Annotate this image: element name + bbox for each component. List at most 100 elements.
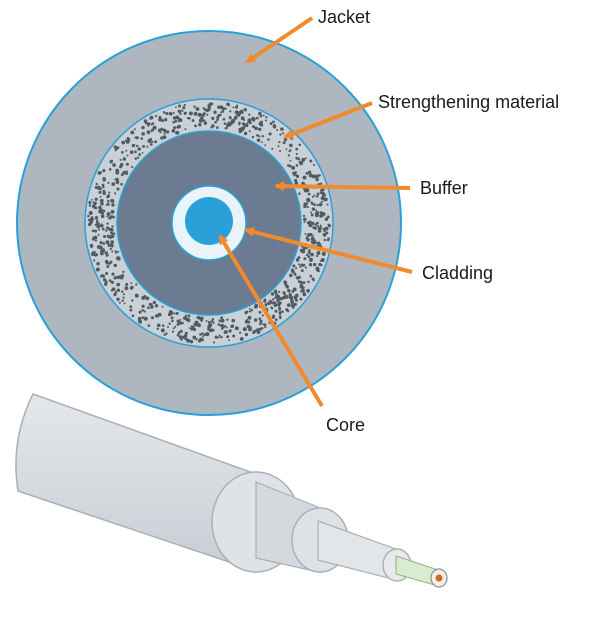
strengthening-fiber-dot [247, 121, 249, 124]
strengthening-fiber-dot [310, 211, 312, 214]
strengthening-fiber-dot [205, 332, 210, 337]
strengthening-fiber-dot [179, 329, 183, 333]
strengthening-fiber-dot [182, 106, 186, 110]
strengthening-fiber-dot [291, 165, 296, 170]
strengthening-fiber-dot [142, 144, 146, 148]
strengthening-fiber-dot [310, 237, 315, 241]
strengthening-fiber-dot [258, 310, 262, 314]
strengthening-fiber-dot [88, 211, 93, 215]
strengthening-fiber-dot [203, 108, 207, 111]
strengthening-fiber-dot [124, 286, 129, 291]
strengthening-fiber-dot [244, 311, 248, 315]
strengthening-fiber-dot [190, 327, 194, 331]
strengthening-fiber-dot [299, 297, 303, 301]
strengthening-fiber-dot [259, 114, 263, 118]
strengthening-fiber-dot [100, 214, 105, 219]
strengthening-fiber-dot [104, 259, 109, 264]
strengthening-fiber-dot [308, 263, 313, 267]
strengthening-fiber-dot [292, 287, 297, 292]
strengthening-fiber-dot [245, 123, 249, 127]
strengthening-fiber-dot [258, 322, 262, 326]
strengthening-fiber-dot [172, 120, 175, 124]
strengthening-fiber-dot [129, 286, 133, 290]
strengthening-fiber-dot [306, 206, 309, 209]
strengthening-fiber-dot [316, 221, 319, 225]
strengthening-fiber-dot [256, 134, 259, 137]
strengthening-fiber-dot [218, 319, 222, 323]
strengthening-fiber-dot [178, 118, 183, 122]
strengthening-fiber-dot [286, 310, 290, 313]
strengthening-fiber-dot [141, 125, 145, 130]
strengthening-fiber-dot [90, 199, 93, 201]
strengthening-fiber-dot [193, 111, 198, 116]
strengthening-fiber-dot [298, 143, 302, 147]
strengthening-fiber-dot [89, 217, 94, 222]
strengthening-fiber-dot [269, 122, 273, 126]
strengthening-fiber-dot [101, 183, 105, 187]
strengthening-fiber-dot [282, 141, 286, 145]
strengthening-fiber-dot [301, 157, 306, 162]
strengthening-fiber-dot [143, 316, 148, 321]
strengthening-fiber-dot [154, 140, 158, 144]
strengthening-fiber-dot [243, 131, 248, 136]
strengthening-fiber-dot [131, 299, 134, 302]
strengthening-fiber-dot [216, 118, 219, 122]
strengthening-fiber-dot [295, 147, 299, 151]
strengthening-fiber-dot [162, 111, 166, 114]
strengthening-fiber-dot [172, 116, 176, 120]
strengthening-fiber-dot [212, 341, 216, 344]
strengthening-fiber-dot [327, 223, 330, 227]
strengthening-fiber-dot [295, 156, 299, 160]
strengthening-fiber-dot [92, 201, 95, 204]
jacket-label: Jacket [318, 7, 370, 27]
strengthening-fiber-dot [315, 174, 319, 179]
strengthening-fiber-dot [116, 275, 121, 280]
strengthening-fiber-dot [95, 182, 98, 186]
strengthening-arrow [283, 101, 373, 139]
strengthening-fiber-dot [248, 130, 251, 133]
strengthening-fiber-dot [313, 239, 317, 243]
strengthening-fiber-dot [189, 339, 194, 344]
strengthening-fiber-dot [157, 312, 162, 317]
strengthening-fiber-dot [102, 185, 105, 189]
strengthening-fiber-dot [167, 325, 169, 328]
strengthening-fiber-dot [140, 137, 144, 140]
strengthening-fiber-dot [111, 250, 114, 253]
strengthening-fiber-dot [289, 159, 292, 162]
strengthening-fiber-dot [280, 296, 284, 301]
strengthening-fiber-dot [111, 272, 115, 276]
strengthening-fiber-dot [173, 312, 176, 315]
strengthening-fiber-dot [146, 130, 151, 135]
strengthening-fiber-dot [202, 335, 205, 338]
strengthening-label: Strengthening material [378, 92, 559, 112]
strengthening-fiber-dot [131, 143, 136, 148]
strengthening-fiber-dot [192, 327, 197, 332]
strengthening-fiber-dot [176, 333, 180, 337]
strengthening-fiber-dot [289, 149, 292, 152]
strengthening-fiber-dot [150, 316, 155, 320]
strengthening-fiber-dot [90, 245, 93, 248]
strengthening-fiber-dot [170, 316, 174, 320]
strengthening-fiber-dot [129, 305, 133, 309]
strengthening-fiber-dot [134, 150, 137, 154]
strengthening-fiber-dot [108, 191, 111, 194]
strengthening-fiber-dot [306, 234, 310, 237]
strengthening-fiber-dot [118, 301, 121, 304]
strengthening-fiber-dot [210, 126, 213, 129]
strengthening-fiber-dot [326, 203, 329, 206]
strengthening-fiber-dot [294, 181, 299, 185]
strengthening-fiber-dot [211, 318, 215, 321]
strengthening-fiber-dot [320, 196, 325, 201]
strengthening-fiber-dot [186, 116, 190, 120]
strengthening-fiber-dot [112, 163, 116, 167]
strengthening-fiber-dot [224, 107, 227, 110]
strengthening-fiber-dot [102, 227, 105, 231]
strengthening-fiber-dot [240, 126, 245, 131]
strengthening-fiber-dot [116, 297, 120, 301]
strengthening-fiber-dot [102, 278, 107, 282]
strengthening-fiber-dot [270, 300, 273, 304]
strengthening-fiber-dot [175, 311, 179, 315]
strengthening-fiber-dot [105, 240, 110, 245]
strengthening-fiber-dot [102, 169, 106, 173]
strengthening-fiber-dot [220, 111, 223, 114]
